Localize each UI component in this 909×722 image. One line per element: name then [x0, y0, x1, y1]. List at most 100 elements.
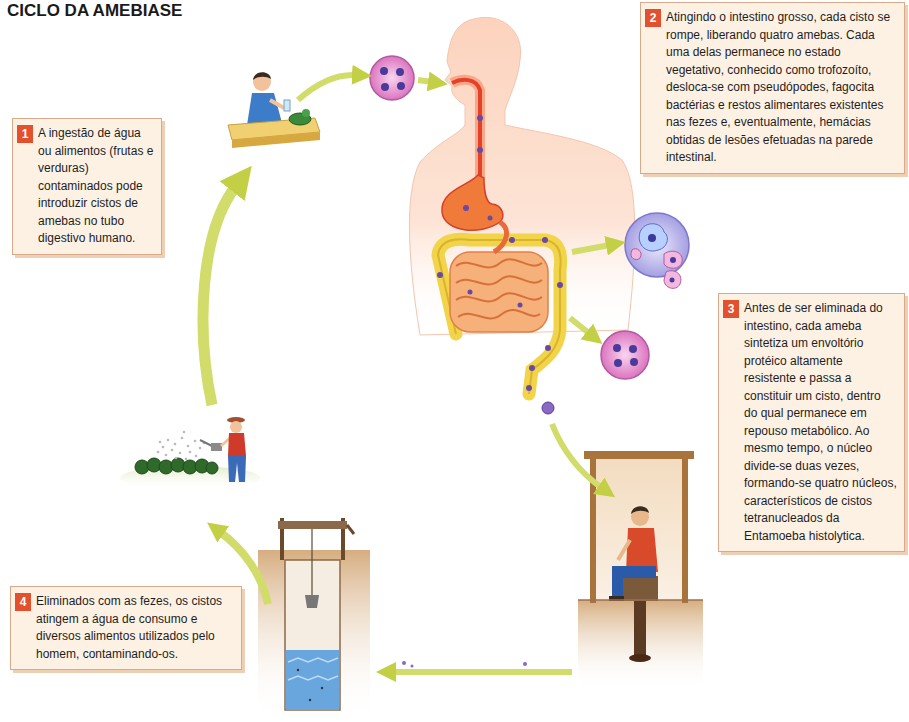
latrine [578, 599, 703, 601]
farmer-watering [183, 431, 186, 434]
step-box: 1A ingestão de água ou alimentos (frutas… [12, 118, 162, 255]
farmer-watering [228, 433, 246, 456]
farmer-watering [157, 431, 206, 461]
trophozoite [664, 251, 682, 268]
amoeba-dots [542, 237, 548, 243]
farmer-watering [206, 462, 218, 474]
diagram-title: CICLO DA AMEBIASE [7, 1, 182, 21]
amoeba-dots [437, 272, 443, 278]
cycle-arrow [203, 186, 236, 405]
cyst [370, 56, 414, 100]
latrine [618, 540, 630, 560]
cyst [381, 83, 389, 91]
digestive-tract [456, 259, 542, 267]
farmer-watering [175, 457, 178, 460]
water-well [288, 658, 338, 662]
person-eating [247, 93, 282, 125]
digestive-tract [438, 239, 561, 394]
trophozoite [648, 234, 656, 242]
cycle-arrow [572, 245, 610, 252]
step-box: 4 Eliminados com as fezes, os cistos atin… [10, 586, 242, 670]
trophozoite [639, 224, 667, 251]
farmer-watering [179, 452, 182, 455]
farmer-watering [167, 439, 170, 442]
latrine [584, 451, 694, 459]
callout-number: 3 [723, 300, 739, 318]
farmer-watering [211, 443, 222, 451]
water-well [288, 676, 338, 680]
cyst [370, 56, 414, 100]
callout-number: 2 [645, 9, 661, 27]
trophozoite [664, 271, 681, 289]
cycle-arrow [570, 318, 590, 334]
cyst [630, 358, 638, 366]
trophozoite [625, 213, 689, 277]
amoeba-dots [477, 147, 483, 153]
amoeba-dots [463, 205, 469, 211]
latrine [578, 600, 703, 690]
amoeba-dots [526, 385, 532, 391]
amoeba-dots [518, 303, 523, 308]
person-eating [284, 100, 290, 111]
cycle-arrow [418, 80, 432, 82]
trophozoite [670, 257, 676, 263]
cyst [542, 402, 554, 414]
farmer-watering [230, 421, 242, 433]
cycle-arrow [298, 75, 356, 100]
step-text: Eliminados com as fezes, os cistos ating… [36, 593, 234, 663]
farmer-watering [199, 447, 202, 450]
callout-number: 1 [17, 125, 33, 143]
cyst [613, 344, 621, 352]
farmer-watering [162, 446, 165, 449]
cycle-arrow [392, 669, 572, 675]
amoeba-dots [468, 290, 473, 295]
water-well [286, 650, 339, 710]
digestive-tract [438, 239, 561, 394]
digestive-tract [450, 252, 548, 332]
digestive-tract [458, 310, 540, 318]
cyst-dots [402, 661, 527, 668]
cyst [380, 67, 388, 75]
farmer-watering [187, 445, 190, 448]
water-well [258, 550, 370, 720]
digestive-tract [442, 175, 503, 230]
latrine [612, 566, 623, 598]
water-well [347, 525, 354, 534]
person-eating [253, 72, 271, 80]
amoeba-dots [509, 237, 515, 243]
callout-number: 4 [15, 593, 31, 611]
farmer-watering [181, 437, 184, 440]
latrine [634, 601, 646, 656]
cycle-arrow [552, 424, 602, 488]
amoeba-dots [545, 345, 551, 351]
farmer-watering [185, 458, 188, 461]
digestive-tract [456, 276, 542, 284]
cyst [601, 331, 649, 379]
step-box: 3Antes de ser eliminada do intestino, ca… [718, 293, 905, 552]
cyst [397, 82, 405, 90]
cyst-dots [523, 662, 527, 666]
amoeba-dots [437, 115, 563, 391]
farmer-watering [174, 443, 177, 446]
step-text: Atingindo o intestino grosso, cada cisto… [666, 9, 897, 167]
digestive-tract [452, 80, 480, 178]
latrine [592, 458, 685, 600]
amoeba-dots [529, 365, 535, 371]
cyst [614, 359, 622, 367]
digestive-tract [452, 80, 480, 178]
farmer-watering [157, 451, 160, 454]
step-box: 2 Atingindo o intestino grosso, cada cist… [640, 2, 905, 174]
farmer-watering [228, 456, 246, 482]
latrine [631, 506, 649, 514]
amoeba-dots [557, 282, 563, 288]
digestive-tract [456, 293, 542, 301]
water-well [321, 687, 323, 689]
trophozoite [625, 213, 689, 288]
latrine [626, 528, 658, 572]
farmer-watering [189, 451, 192, 454]
cyst [396, 68, 404, 76]
water-well [311, 529, 312, 595]
water-well [309, 699, 311, 701]
farmer-watering [165, 454, 168, 457]
